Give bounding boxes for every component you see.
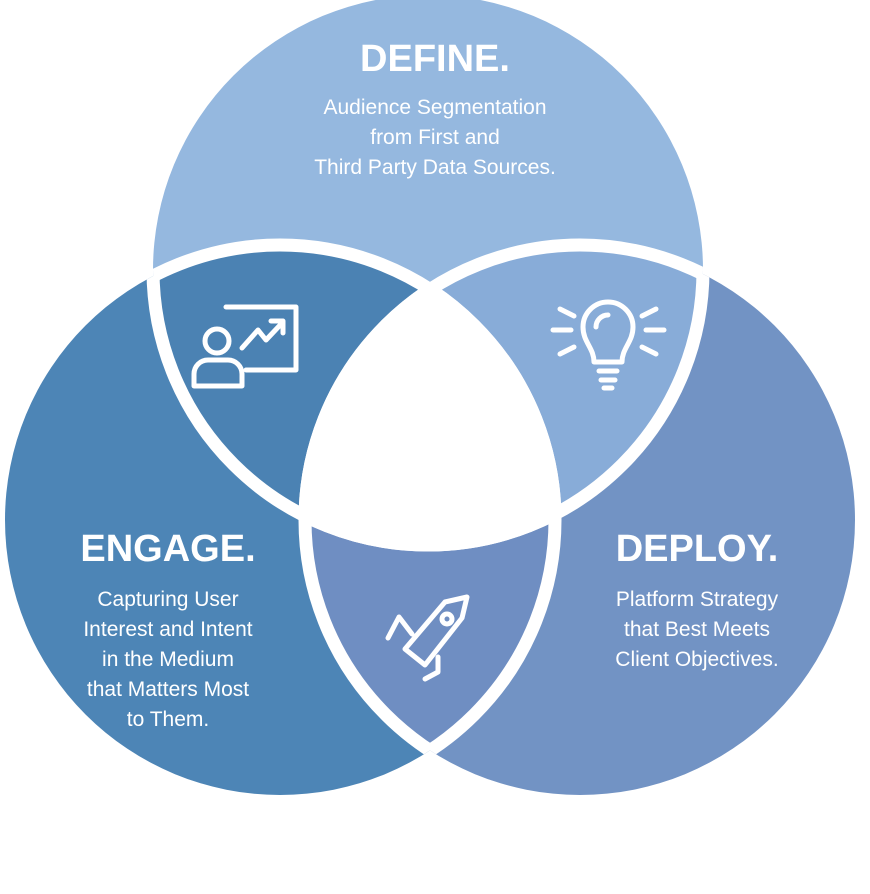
center-overlap	[305, 245, 555, 545]
define-desc-line-3: Third Party Data Sources.	[314, 156, 556, 179]
lightbulb-icon	[550, 299, 667, 391]
separator-rings	[146, 238, 710, 795]
deploy-title: DEPLOY.	[616, 528, 779, 570]
define-desc-line-2: from First and	[370, 126, 500, 149]
engage-desc-line-3: in the Medium	[102, 648, 234, 671]
define-title: DEFINE.	[360, 38, 510, 80]
define-desc-line-1: Audience Segmentation	[324, 96, 547, 119]
presentation-icon	[191, 304, 299, 389]
engage-title: ENGAGE.	[80, 528, 255, 570]
rocket-icon	[385, 594, 470, 682]
engage-desc-line-5: to Them.	[127, 708, 209, 731]
engage-desc-line-1: Capturing User	[97, 588, 238, 611]
engage-desc-line-2: Interest and Intent	[83, 618, 252, 641]
deploy-desc-line-3: Client Objectives.	[615, 648, 778, 671]
deploy-desc-line-2: that Best Meets	[624, 618, 770, 641]
engage-desc-line-4: that Matters Most	[87, 678, 249, 701]
deploy-desc-line-1: Platform Strategy	[616, 588, 779, 611]
